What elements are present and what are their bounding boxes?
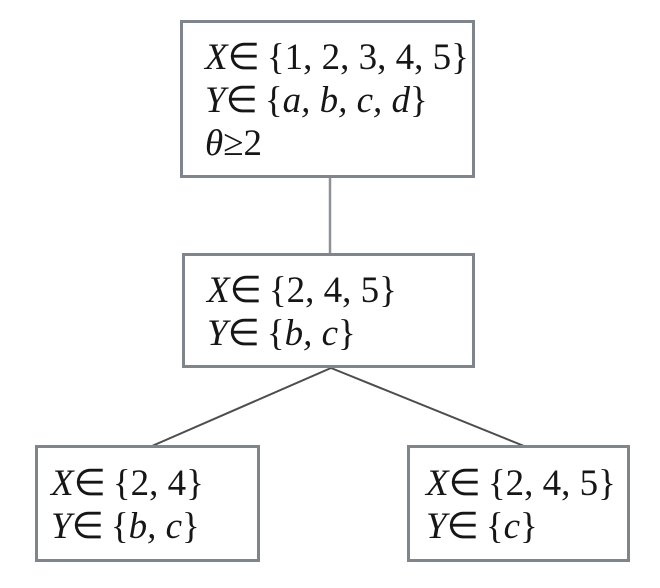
element-of-symbol: ∈ — [229, 270, 262, 311]
constraint-line-y: Y∈{a, b, c, d} — [205, 79, 472, 122]
set-items: a, b, c, d — [282, 80, 411, 121]
var-symbol: Y — [426, 506, 447, 547]
set-close-brace: } — [410, 80, 428, 121]
set-items: 1, 2, 3, 4, 5 — [284, 37, 452, 78]
set-items: 2, 4, 5 — [505, 463, 599, 504]
constraint-line-y: Y∈{b, c} — [207, 312, 472, 355]
var-symbol: Y — [51, 506, 72, 547]
set-items: 2, 4 — [130, 463, 187, 504]
set-open-brace: { — [110, 506, 129, 547]
set-close-brace: } — [520, 506, 538, 547]
constraint-line-x: X∈{2, 4, 5} — [426, 462, 627, 505]
set-close-brace: } — [182, 506, 200, 547]
var-symbol: θ — [205, 123, 224, 164]
set-close-brace: } — [598, 463, 616, 504]
element-of-symbol: ∈ — [448, 463, 481, 504]
var-symbol: Y — [205, 80, 226, 121]
set-items: 2 — [243, 123, 263, 164]
element-of-symbol: ∈ — [71, 506, 104, 547]
node-middle: X∈{2, 4, 5} Y∈{b, c} — [182, 253, 475, 368]
set-items: b, c — [128, 506, 183, 547]
edge-middle-bottom-left — [151, 367, 332, 447]
set-close-brace: } — [338, 313, 356, 354]
element-of-symbol: ∈ — [73, 463, 106, 504]
set-open-brace: { — [487, 463, 506, 504]
set-open-brace: { — [485, 506, 504, 547]
constraint-line-x: X∈{2, 4} — [51, 462, 257, 505]
set-items: 2, 4, 5 — [286, 270, 380, 311]
set-open-brace: { — [264, 80, 283, 121]
var-symbol: X — [51, 463, 74, 504]
set-open-brace: { — [266, 37, 285, 78]
element-of-symbol: ∈ — [225, 80, 258, 121]
var-symbol: X — [426, 463, 449, 504]
var-symbol: X — [205, 37, 228, 78]
var-symbol: X — [207, 270, 230, 311]
constraint-line-x: X∈{2, 4, 5} — [207, 269, 472, 312]
constraint-line-y: Y∈{b, c} — [51, 505, 257, 548]
var-symbol: Y — [207, 313, 228, 354]
set-close-brace: } — [379, 270, 397, 311]
set-open-brace: { — [112, 463, 131, 504]
set-open-brace: { — [266, 313, 285, 354]
set-close-brace: } — [186, 463, 204, 504]
greater-equal-symbol: ≥ — [223, 123, 244, 164]
constraint-line-y: Y∈{c} — [426, 505, 627, 548]
set-items: b, c — [284, 313, 339, 354]
set-items: c — [503, 506, 521, 547]
constraint-line-theta: θ≥2 — [205, 122, 472, 165]
node-root: X∈{1, 2, 3, 4, 5} Y∈{a, b, c, d} θ≥2 — [180, 20, 475, 178]
element-of-symbol: ∈ — [227, 37, 260, 78]
edge-middle-bottom-right — [330, 367, 525, 447]
node-bottom-left: X∈{2, 4} Y∈{b, c} — [35, 445, 260, 562]
constraint-line-x: X∈{1, 2, 3, 4, 5} — [205, 36, 472, 79]
set-open-brace: { — [268, 270, 287, 311]
set-close-brace: } — [451, 37, 469, 78]
element-of-symbol: ∈ — [446, 506, 479, 547]
element-of-symbol: ∈ — [227, 313, 260, 354]
node-bottom-right: X∈{2, 4, 5} Y∈{c} — [407, 445, 630, 562]
